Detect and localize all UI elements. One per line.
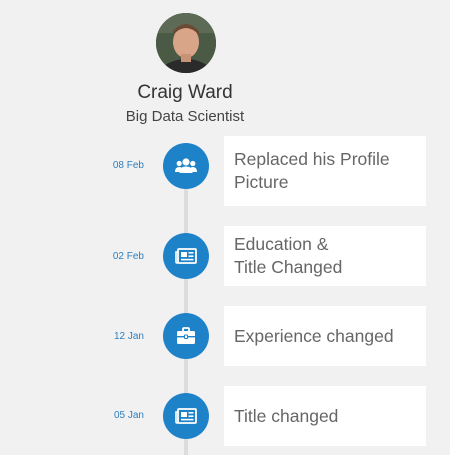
event-text: Replaced his Profile Picture	[234, 149, 390, 192]
profile-name: Craig Ward	[137, 82, 233, 103]
profile-title: Big Data Scientist	[125, 108, 245, 125]
profile-header: Craig Ward Big Data Scientist	[0, 0, 370, 140]
event-card[interactable]: Experience changed	[224, 306, 426, 366]
event-date: 12 Jan	[113, 331, 144, 342]
event-text: Experience changed	[234, 325, 394, 346]
event-node[interactable]	[163, 143, 209, 189]
event-date: 08 Feb	[112, 160, 144, 171]
event-card[interactable]: Title changed	[224, 386, 426, 446]
event-text-line: Education &	[234, 234, 329, 254]
event-date: 02 Feb	[112, 251, 144, 262]
avatar[interactable]	[156, 13, 216, 73]
event-node[interactable]	[163, 393, 209, 439]
timeline-line	[184, 165, 188, 455]
newspaper-icon	[175, 248, 197, 264]
event-node[interactable]	[163, 233, 209, 279]
event-card[interactable]: Education & Title Changed	[224, 226, 426, 286]
event-text: Title changed	[234, 405, 339, 426]
event-text-line: Title Changed	[234, 257, 343, 277]
event-node[interactable]	[163, 313, 209, 359]
briefcase-icon	[176, 327, 196, 345]
users-icon	[175, 157, 197, 175]
event-date: 05 Jan	[113, 410, 144, 421]
event-card[interactable]: Replaced his Profile Picture	[224, 136, 426, 206]
newspaper-icon	[175, 408, 197, 424]
